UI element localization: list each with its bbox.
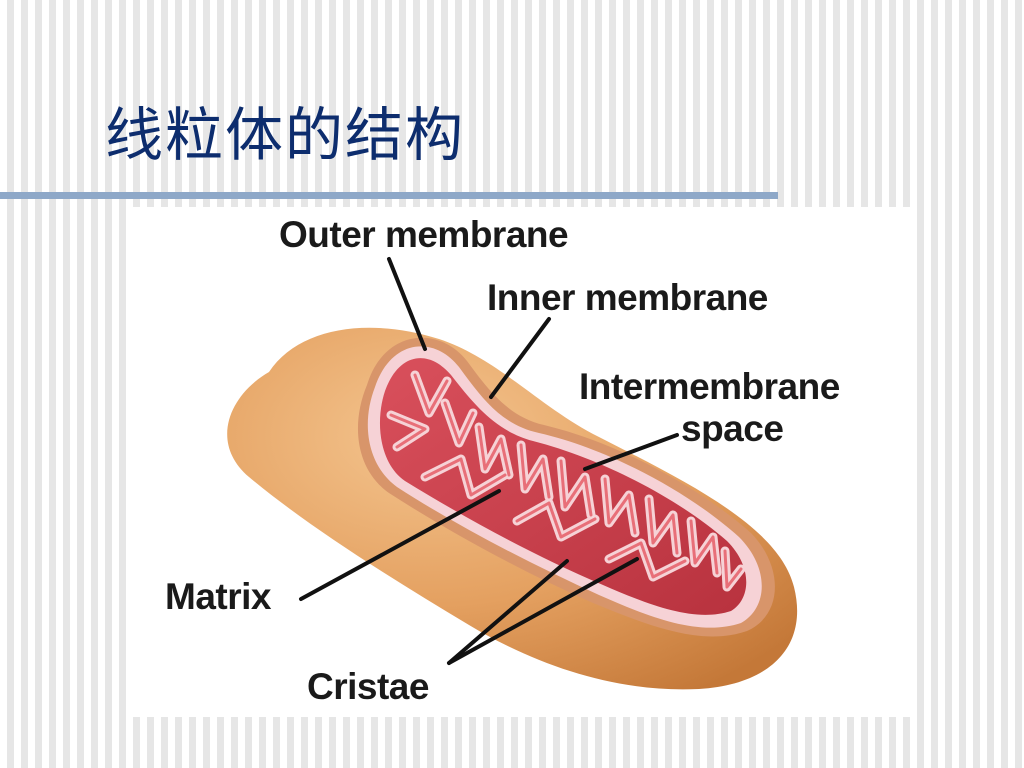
leader-matrix [299, 489, 501, 601]
label-inner-membrane: Inner membrane [487, 277, 768, 318]
leader-cristae-2 [447, 557, 639, 665]
label-cristae: Cristae [307, 666, 429, 707]
leader-intermembrane-space [583, 433, 679, 471]
cristae-fold-cores [389, 373, 743, 589]
mitochondrion-diagram: Outer membrane Inner membrane Intermembr… [165, 214, 840, 707]
label-matrix: Matrix [165, 576, 272, 617]
title-underline [0, 192, 778, 199]
label-intermembrane-line2: space [681, 408, 783, 449]
slide-title: 线粒体的结构 [105, 101, 466, 169]
leader-outer-membrane [387, 257, 427, 351]
label-intermembrane-line1: Intermembrane [579, 366, 840, 407]
label-outer-membrane: Outer membrane [279, 214, 568, 255]
leader-cristae-1 [447, 559, 569, 665]
mitochondrion-figure: Outer membrane Inner membrane Intermembr… [129, 207, 914, 717]
leader-inner-membrane [489, 317, 551, 399]
